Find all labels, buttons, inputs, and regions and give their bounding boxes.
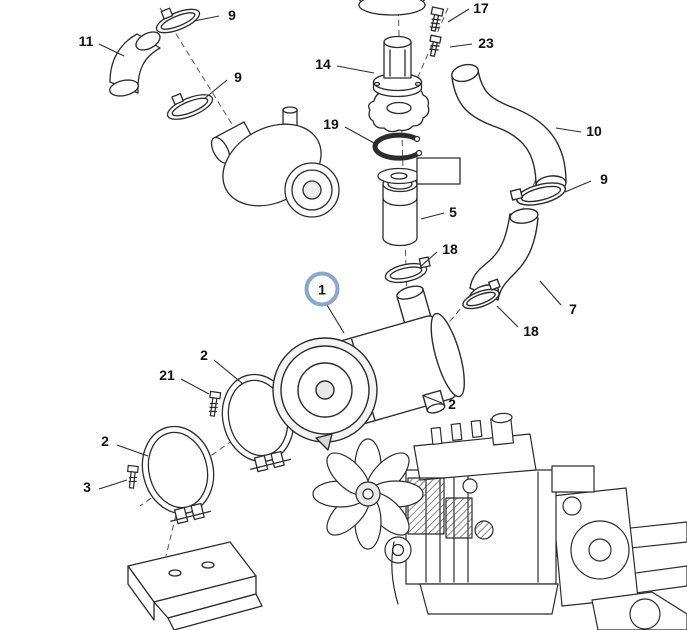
bolt-21 [208,390,222,417]
clamp-9-mid [166,93,214,120]
injector [430,426,443,445]
callout-air-cleaner-1[interactable]: 1 [304,271,340,307]
clamp-9-right [509,182,567,206]
callout-tube-5[interactable]: 5 [449,204,457,220]
top-part-cutoff [358,0,426,16]
injector [450,422,463,441]
drain-valve [315,433,333,451]
callout-bolt-3[interactable]: 3 [83,479,91,495]
intake-stub [490,412,515,446]
tube-5 [382,175,418,247]
filter-housing [210,106,340,218]
manifold-detail [445,497,473,539]
valve-cover [413,433,537,481]
callout-clamp-18-center[interactable]: 18 [442,241,458,257]
clamp-18-center [384,256,431,284]
callout-fitting-2[interactable]: 2 [448,396,456,412]
callout-hose-10[interactable]: 10 [586,123,602,139]
engine-assembly [312,412,687,630]
bolt-17 [429,6,445,32]
clamp-9-top [155,7,201,34]
hose-elbow-11 [109,31,161,97]
upper-left-group [109,7,340,218]
injector [470,419,483,438]
clamp-18-right [462,278,501,310]
cooling-fan [312,438,424,550]
callout-band-2-lower[interactable]: 2 [101,433,109,449]
bolt-23 [429,34,442,57]
callout-bolt-23[interactable]: 23 [478,35,494,51]
dipstick [391,541,399,605]
hose-10 [451,63,567,193]
mounting-band-lower [141,425,215,525]
callout-bolt-17[interactable]: 17 [473,0,489,16]
right-hose-chain [451,63,567,310]
callout-clamp-18-right[interactable]: 18 [523,323,539,339]
cap-14 [372,35,423,98]
blank-label-box [416,157,461,185]
callout-elbow-7[interactable]: 7 [569,301,577,317]
snap-ring-19 [372,132,423,161]
callout-cap-14[interactable]: 14 [315,56,331,72]
center-stack [358,0,461,284]
callout-bolt-21[interactable]: 21 [159,367,175,383]
callout-ring-19[interactable]: 19 [323,116,339,132]
adapter-disc [377,167,421,185]
oil-pan [419,583,559,615]
callout-clamp-9-right[interactable]: 9 [600,171,608,187]
callout-band-2-upper[interactable]: 2 [200,347,208,363]
mounting-bracket [127,541,263,630]
bolt-3 [127,464,139,489]
air-cleaner-body [272,285,465,451]
leader-lines [98,8,592,490]
callout-clamp-9-top[interactable]: 9 [228,7,236,23]
alternator [551,465,595,493]
callout-clamp-9-mid[interactable]: 9 [234,69,242,85]
callout-hose-11[interactable]: 11 [78,33,94,49]
